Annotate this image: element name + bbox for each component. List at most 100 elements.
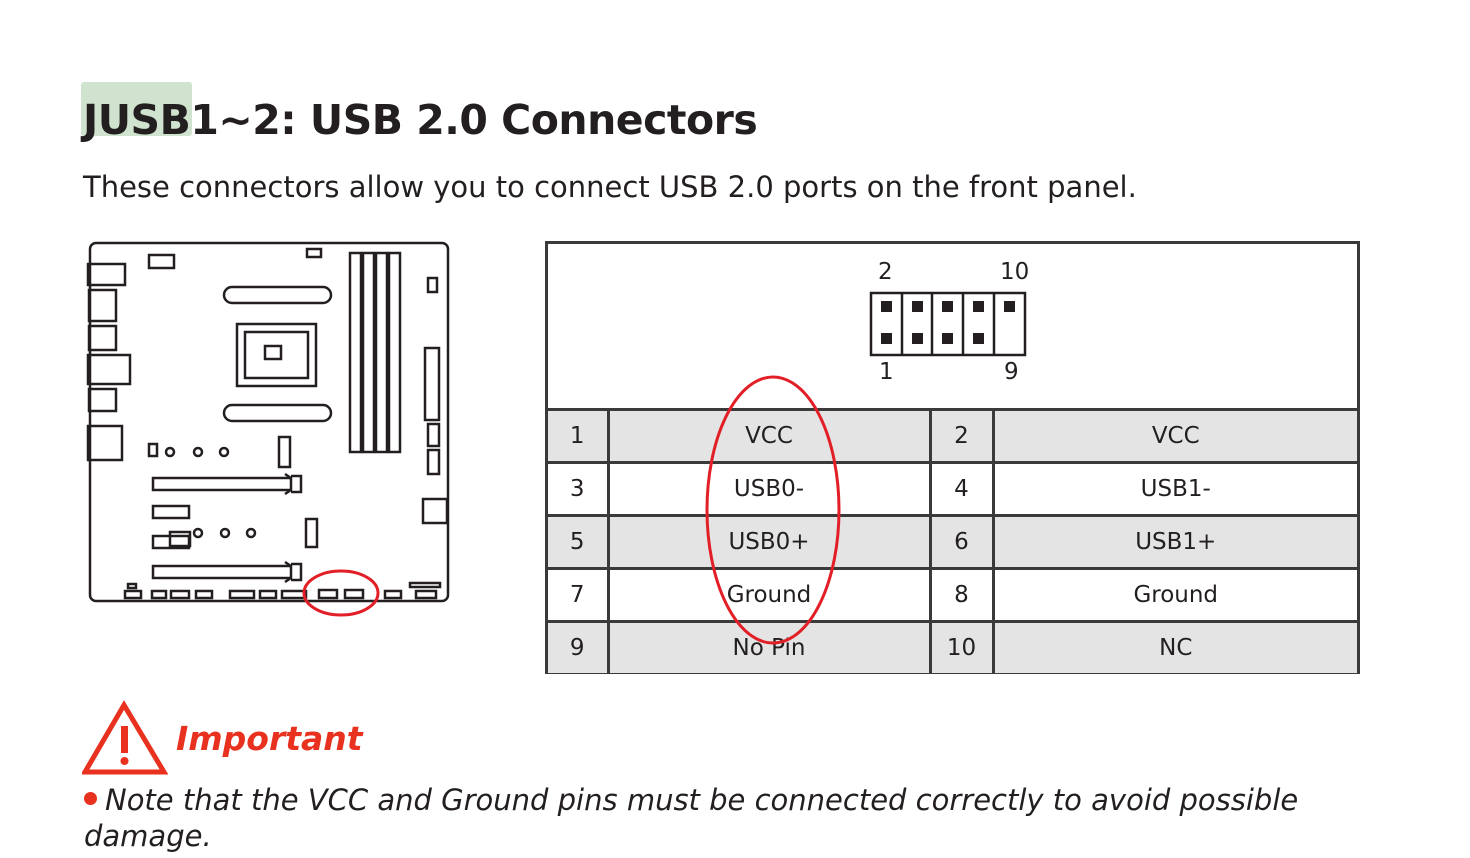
table-row: 9 No Pin 10 NC (548, 620, 1357, 673)
pin-signal: Ground (606, 567, 930, 622)
pin-number: 2 (928, 408, 993, 463)
io-port (87, 288, 118, 323)
bottom-header (126, 582, 138, 590)
important-heading: Important (176, 719, 363, 758)
pin-signal: VCC (606, 408, 930, 463)
pin-number: 3 (548, 461, 608, 516)
table-row: 1 VCC 2 VCC (548, 408, 1357, 463)
usb3-header (421, 497, 449, 525)
pin-table: 2 10 1 9 1 VCC 2 VCC 3 USB0- 4 USB1- 5 U… (545, 241, 1360, 674)
pin-signal: Ground (991, 567, 1357, 622)
pin-number: 8 (928, 567, 993, 622)
pcie-slot (151, 564, 293, 580)
io-port (86, 353, 132, 386)
pin-number: 5 (548, 514, 608, 569)
title-highlight (81, 82, 192, 136)
pin-signal: NC (991, 620, 1357, 673)
bottom-header (383, 589, 403, 600)
pcie-slot (151, 476, 293, 492)
pin-signal: USB0- (606, 461, 930, 516)
header-outline (869, 291, 1027, 357)
jusb-header (317, 588, 339, 600)
bottom-header (280, 589, 308, 600)
pin (881, 333, 892, 344)
pin-signal: VCC (991, 408, 1357, 463)
cpu-socket-center (263, 344, 283, 361)
pin-assignment-table: 1 VCC 2 VCC 3 USB0- 4 USB1- 5 USB0+ 6 US… (548, 408, 1357, 673)
pin-number: 7 (548, 567, 608, 622)
mounting-hole (192, 527, 204, 539)
warning-triangle-icon (82, 700, 168, 775)
dimm-slot (387, 251, 402, 454)
atx-power-connector (423, 346, 441, 422)
pin-number: 10 (928, 620, 993, 673)
mounting-hole (245, 527, 257, 539)
usb-header-pinout (869, 291, 1027, 357)
pin (942, 333, 953, 344)
pin-signal: USB1+ (991, 514, 1357, 569)
pin-label-2: 2 (878, 259, 893, 285)
page-title: JUSB1~2: USB 2.0 Connectors (83, 96, 758, 144)
jusb-header (343, 588, 365, 600)
pcie-latch (284, 472, 303, 496)
pin (973, 301, 984, 312)
motherboard-diagram (86, 241, 450, 617)
important-note: Note that the VCC and Ground pins must b… (84, 782, 1364, 854)
board-outline (88, 241, 450, 603)
bottom-header (408, 581, 442, 589)
fan-header (305, 247, 323, 259)
pin (881, 301, 892, 312)
pin-signal: USB0+ (606, 514, 930, 569)
fan-header (426, 276, 439, 294)
small-connector (147, 442, 159, 458)
mounting-hole (218, 446, 230, 458)
mounting-hole (192, 446, 204, 458)
table-row: 5 USB0+ 6 USB1+ (548, 514, 1357, 569)
io-port (86, 424, 124, 462)
pin-label-1: 1 (879, 359, 894, 385)
chipset-component (304, 517, 319, 549)
pin-number: 6 (928, 514, 993, 569)
note-text: Note that the VCC and Ground pins must b… (84, 783, 1299, 853)
cpu-socket-inner (243, 330, 310, 380)
cpu-power-connector (147, 253, 176, 270)
io-port (86, 262, 127, 287)
pin (912, 301, 923, 312)
pin-signal: USB1- (991, 461, 1357, 516)
io-port (87, 324, 118, 352)
mounting-hole (219, 527, 231, 539)
page-description: These connectors allow you to connect US… (83, 170, 1137, 204)
pin-label-9: 9 (1004, 359, 1019, 385)
sata-connector (426, 422, 441, 448)
pcie-x1-slot (151, 504, 191, 520)
cpu-socket (235, 322, 318, 388)
bottom-header (258, 589, 278, 600)
sata-connector (426, 448, 441, 476)
m2-slot (168, 530, 192, 548)
table-row: 7 Ground 8 Ground (548, 567, 1357, 622)
dimm-slot (348, 251, 363, 454)
pin (942, 301, 953, 312)
bullet-icon (84, 792, 97, 805)
pin-header-diagram: 2 10 1 9 (548, 244, 1357, 408)
bottom-header (150, 589, 168, 600)
bottom-header (169, 589, 191, 600)
pin-number: 9 (548, 620, 608, 673)
bottom-header (228, 589, 256, 600)
dimm-slot (374, 251, 389, 454)
cooler-bracket (222, 285, 333, 305)
pin-label-10: 10 (1000, 259, 1030, 285)
bottom-header (123, 589, 143, 600)
pin-number: 4 (928, 461, 993, 516)
bottom-header (414, 589, 438, 600)
jusb-location-marker (302, 569, 380, 617)
bottom-header (194, 589, 214, 600)
pin (973, 333, 984, 344)
mounting-hole (164, 446, 176, 458)
chipset-component (277, 435, 292, 469)
io-port (87, 387, 118, 413)
table-row: 3 USB0- 4 USB1- (548, 461, 1357, 516)
cooler-bracket (222, 403, 333, 423)
pin (912, 333, 923, 344)
pin-signal: No Pin (606, 620, 930, 673)
